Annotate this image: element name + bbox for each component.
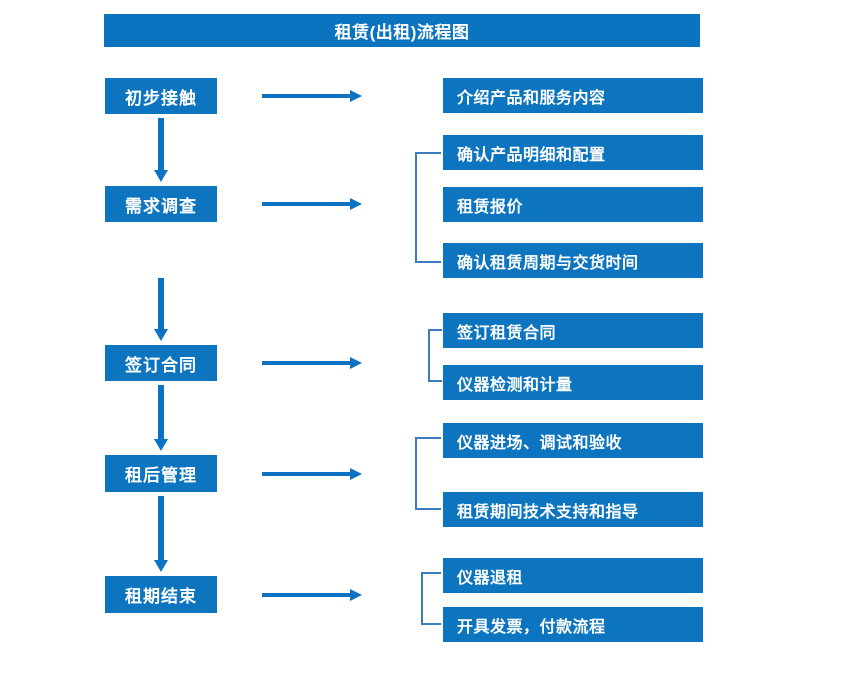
arrow-down-contract-to-management	[154, 385, 168, 451]
detail-box-instrument-entry-commissioning[interactable]: 仪器进场、调试和验收	[443, 423, 703, 458]
bracket-needs-survey-group	[415, 152, 441, 263]
bracket-sign-contract-group	[428, 329, 442, 382]
arrow-right-needs-survey	[262, 197, 362, 211]
detail-box-introduce-products[interactable]: 介绍产品和服务内容	[443, 78, 703, 113]
detail-box-instrument-inspection[interactable]: 仪器检测和计量	[443, 365, 703, 400]
stage-box-needs-survey[interactable]: 需求调查	[105, 186, 217, 222]
detail-box-technical-support[interactable]: 租赁期间技术支持和指导	[443, 492, 703, 527]
detail-box-invoice-payment[interactable]: 开具发票，付款流程	[443, 607, 703, 642]
arrow-down-management-to-end	[154, 496, 168, 572]
stage-box-initial-contact[interactable]: 初步接触	[105, 78, 217, 114]
stage-box-lease-end[interactable]: 租期结束	[105, 576, 217, 613]
detail-box-rental-quotation[interactable]: 租赁报价	[443, 187, 703, 222]
page-title: 租赁(出租)流程图	[104, 14, 700, 47]
detail-box-confirm-lease-period[interactable]: 确认租赁周期与交货时间	[443, 243, 703, 278]
arrow-down-contact-to-survey	[154, 118, 168, 182]
arrow-right-lease-end	[262, 588, 362, 602]
bracket-post-rental-group	[415, 437, 441, 510]
arrow-down-survey-to-contract	[154, 278, 168, 341]
arrow-right-initial-contact	[262, 89, 362, 103]
arrow-right-post-rental-management	[262, 467, 362, 481]
detail-box-confirm-product-details[interactable]: 确认产品明细和配置	[443, 135, 703, 170]
detail-box-instrument-return[interactable]: 仪器退租	[443, 558, 703, 593]
bracket-lease-end-group	[421, 572, 441, 625]
stage-box-post-rental-management[interactable]: 租后管理	[105, 455, 217, 492]
arrow-right-sign-contract	[262, 356, 362, 370]
detail-box-sign-lease-contract[interactable]: 签订租赁合同	[443, 313, 703, 348]
stage-box-sign-contract[interactable]: 签订合同	[105, 345, 217, 381]
